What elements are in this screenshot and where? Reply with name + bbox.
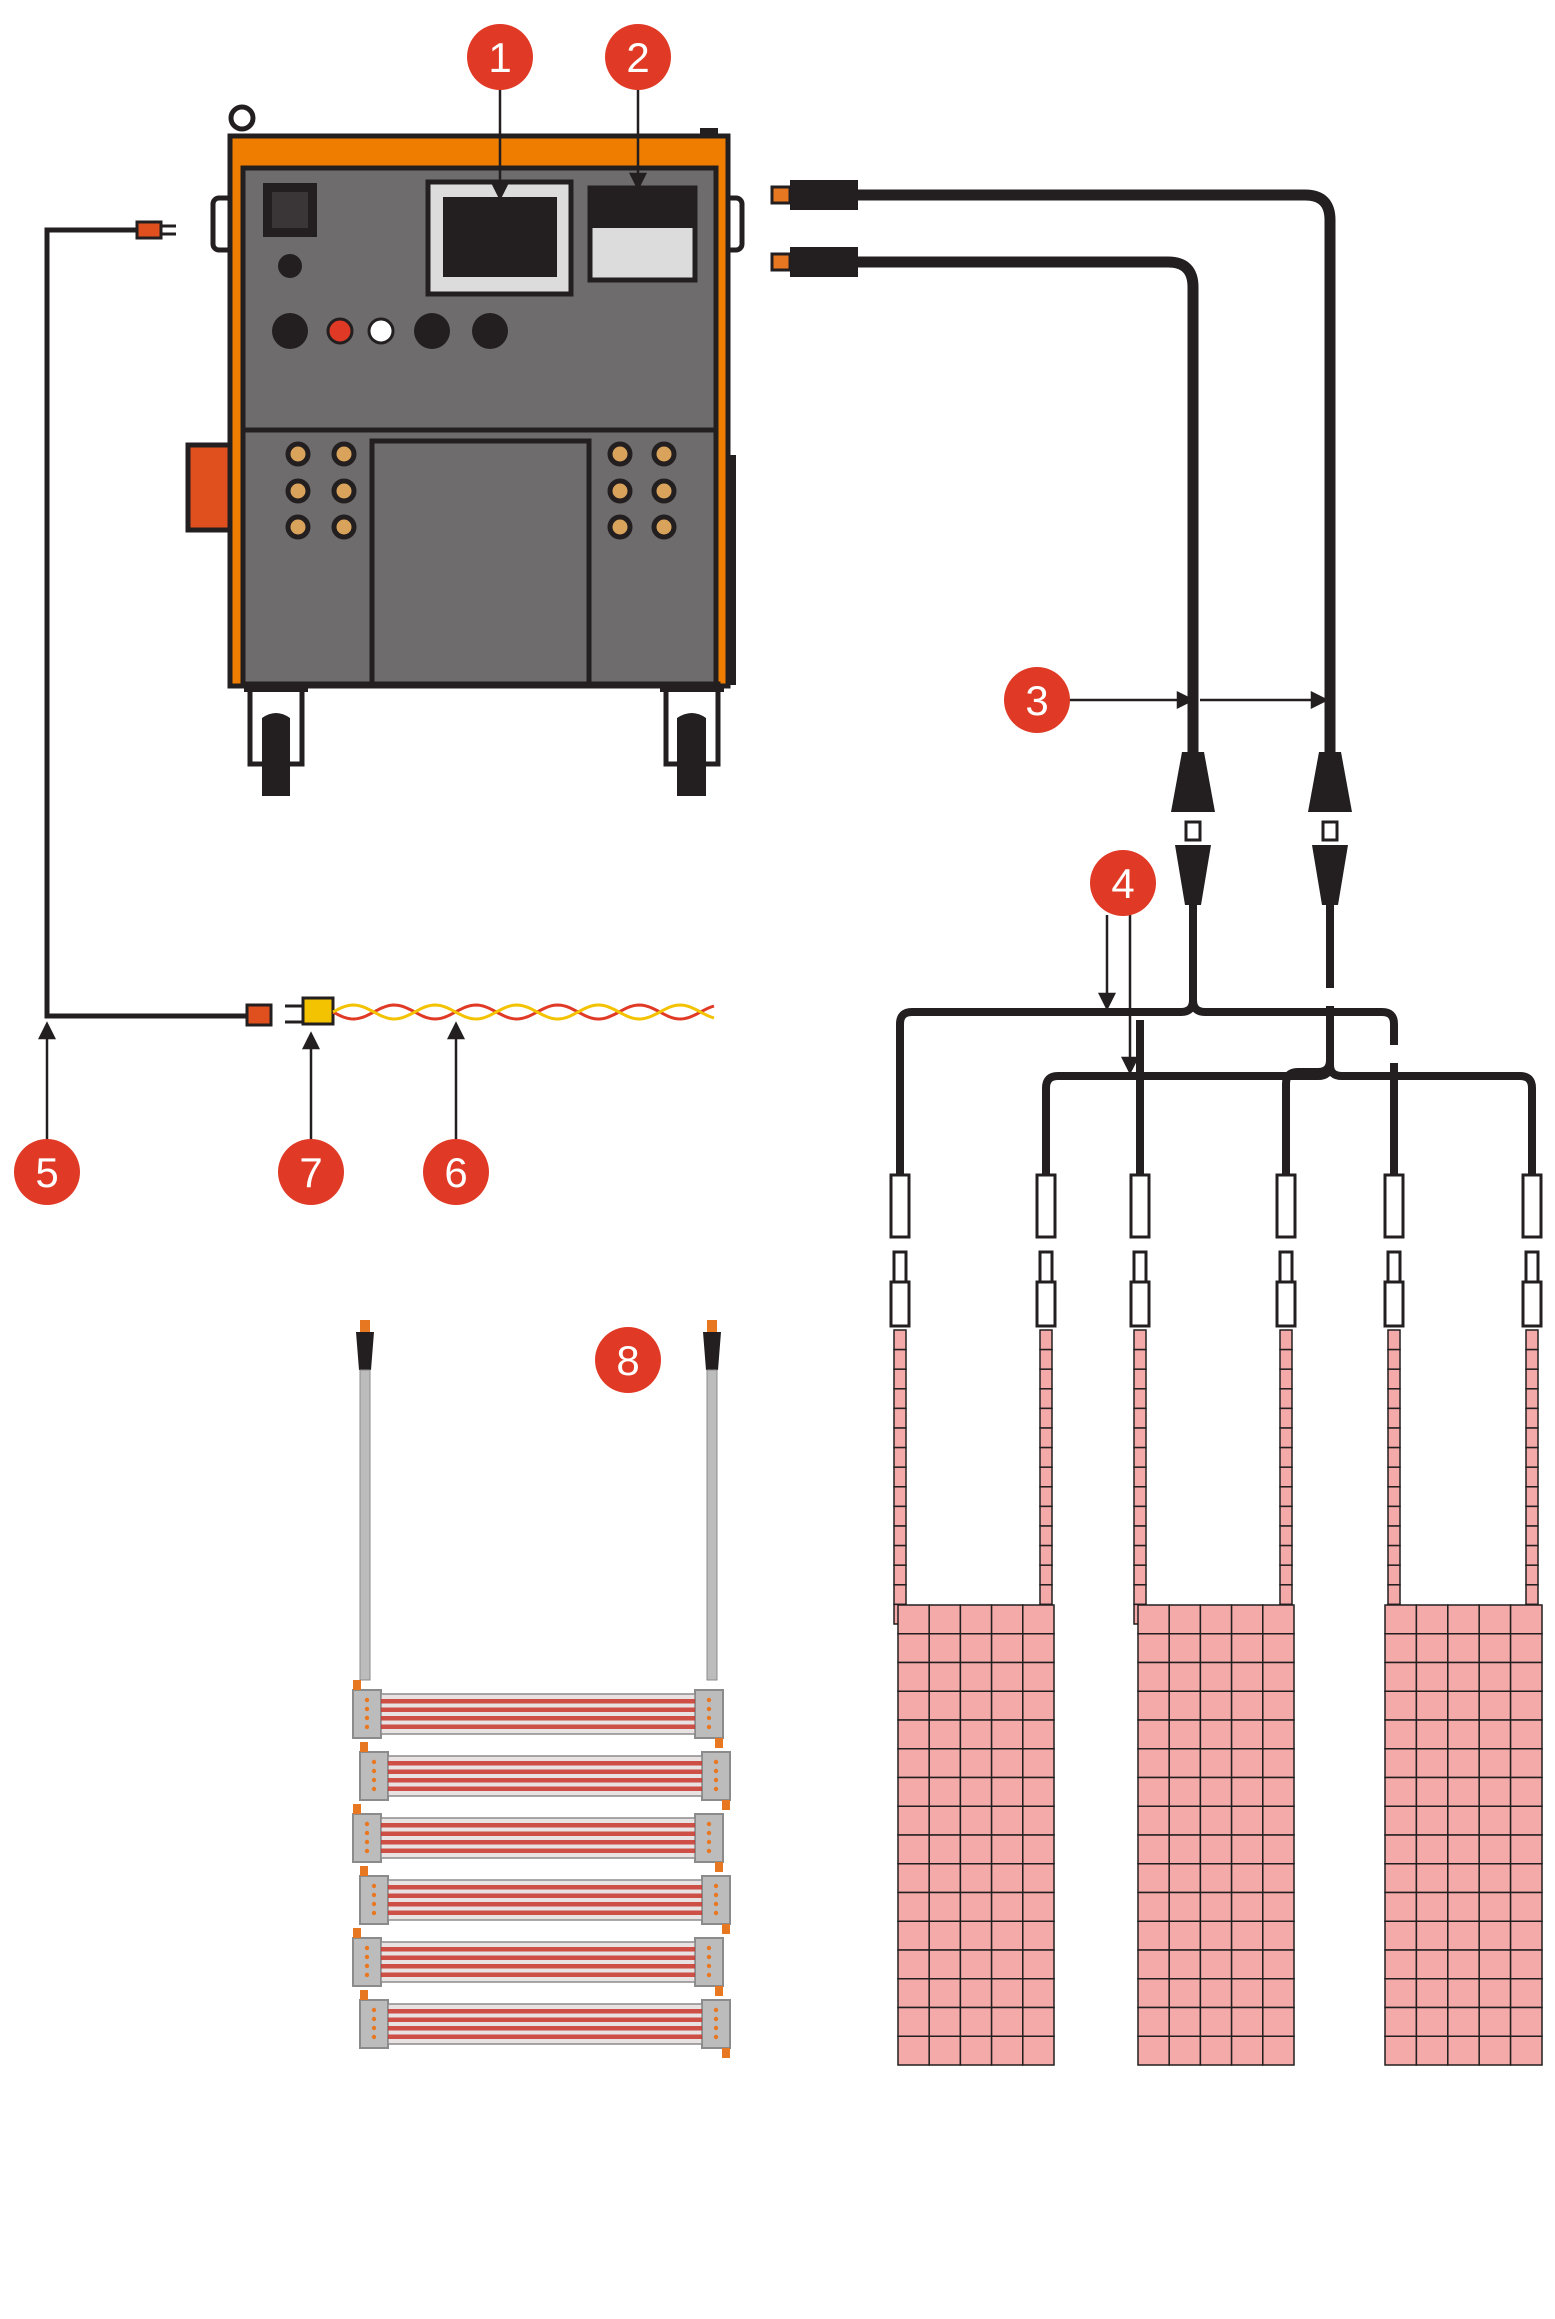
thermocouple-plug <box>285 996 335 1026</box>
control-knob <box>272 313 308 349</box>
annotation-arrows <box>37 75 1329 1160</box>
heater-element-row <box>359 1742 731 1810</box>
blanket-connector <box>1275 1173 1297 1239</box>
indicator-white-light <box>367 317 395 345</box>
blanket-connector <box>889 1173 911 1239</box>
svg-text:1: 1 <box>488 34 511 81</box>
ceramic-heater-pad <box>352 1320 731 2058</box>
heater-element-row <box>352 1680 724 1748</box>
blanket-connector <box>1035 1173 1057 1239</box>
splitter-cables <box>896 905 1536 1175</box>
heater-element-row <box>359 1990 731 2058</box>
marker-2: 2 <box>605 24 671 90</box>
marker-7: 7 <box>278 1139 344 1205</box>
heater-element-row <box>352 1928 724 1996</box>
heater-element-row <box>359 1866 731 1934</box>
svg-text:5: 5 <box>35 1149 58 1196</box>
power-plug-top <box>770 180 858 210</box>
power-plug-bottom <box>770 247 858 277</box>
indicator-red-light <box>326 317 354 345</box>
blanket-connector <box>1383 1173 1405 1239</box>
svg-text:7: 7 <box>299 1149 322 1196</box>
marker-6: 6 <box>423 1139 489 1205</box>
cable-connectors <box>1171 752 1352 905</box>
svg-text:6: 6 <box>444 1149 467 1196</box>
output-terminals-left <box>285 441 357 540</box>
marker-5: 5 <box>14 1139 80 1205</box>
wheel-left <box>244 681 308 796</box>
recorder-panel <box>587 185 698 283</box>
power-cables <box>844 189 1336 761</box>
svg-text:8: 8 <box>616 1337 639 1384</box>
marker-3: 3 <box>1004 667 1070 733</box>
heater-element-row <box>352 1804 724 1872</box>
control-knob <box>472 313 508 349</box>
blanket-connector <box>1521 1173 1543 1239</box>
svg-text:4: 4 <box>1111 860 1134 907</box>
output-terminals-right <box>607 441 677 540</box>
heater-blanket <box>1383 1173 1543 2066</box>
heater-blankets <box>889 1173 1543 2066</box>
wheel-right <box>660 681 724 796</box>
blanket-connector <box>1129 1173 1151 1239</box>
marker-8: 8 <box>595 1327 661 1393</box>
marker-1: 1 <box>467 24 533 90</box>
svg-text:2: 2 <box>626 34 649 81</box>
heater-blanket <box>889 1173 1057 2066</box>
heat-treatment-machine <box>185 104 745 796</box>
heater-blanket <box>1129 1173 1297 2066</box>
thermocouple-extension-cable <box>44 220 273 1027</box>
control-knob <box>414 313 450 349</box>
svg-text:3: 3 <box>1025 677 1048 724</box>
thermocouple-wire <box>332 1003 715 1021</box>
marker-4: 4 <box>1090 850 1156 916</box>
